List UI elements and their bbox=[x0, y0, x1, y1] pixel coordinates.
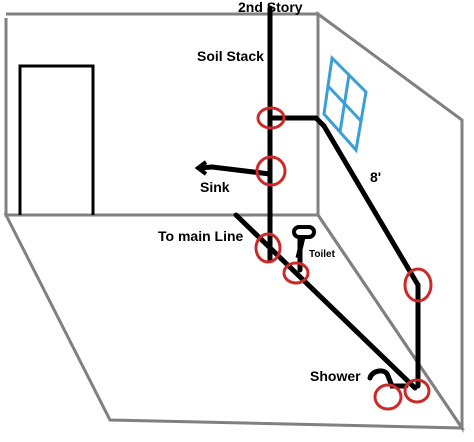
floor bbox=[3, 213, 465, 430]
label-toilet: Toilet bbox=[309, 249, 336, 260]
marker-right-wall bbox=[403, 267, 433, 303]
label-shower: Shower bbox=[310, 368, 361, 384]
label-sink: Sink bbox=[200, 179, 230, 195]
sink-branch-pipe bbox=[197, 164, 273, 177]
marker-main-line bbox=[254, 232, 282, 264]
drain-to-shower-pipe bbox=[321, 123, 421, 288]
label-second-story: 2nd Story bbox=[238, 0, 303, 15]
toilet-icon bbox=[292, 225, 316, 259]
marker-shower-drain bbox=[373, 383, 403, 411]
sink-arrow bbox=[194, 160, 208, 176]
shower-drain-icon bbox=[367, 368, 409, 389]
marker-shower-elbow bbox=[403, 378, 431, 404]
door-icon bbox=[18, 64, 95, 215]
label-distance: 8' bbox=[370, 169, 381, 185]
marker-toilet bbox=[282, 261, 310, 285]
marker-vent bbox=[256, 106, 286, 130]
label-to-main-line: To main Line bbox=[158, 228, 244, 244]
main-line-pipe bbox=[233, 212, 418, 391]
window-icon bbox=[322, 54, 368, 154]
room-walls bbox=[3, 11, 465, 433]
inspection-markers bbox=[254, 106, 433, 411]
marker-sink bbox=[255, 155, 287, 187]
label-soil-stack: Soil Stack bbox=[197, 48, 264, 64]
